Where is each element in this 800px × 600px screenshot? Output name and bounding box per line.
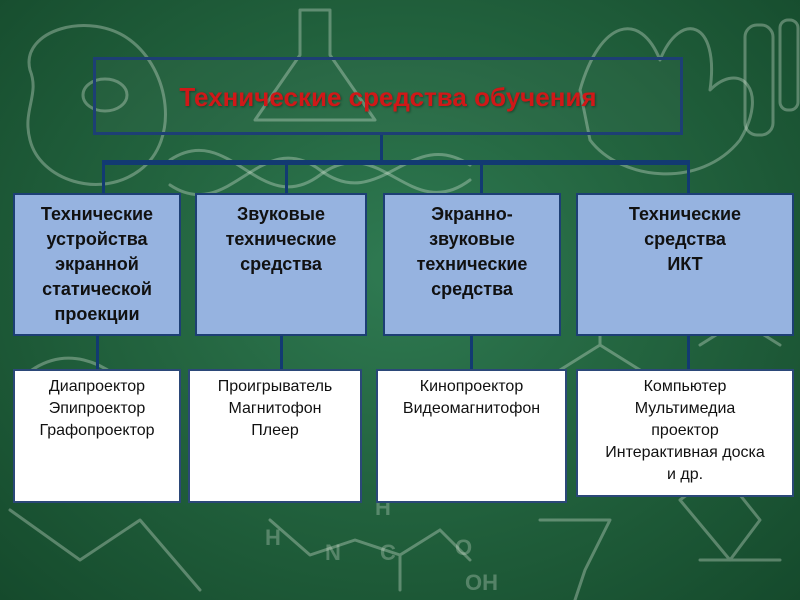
items-box-screen-static-projection: Диапроектор Эпипроектор Графопроектор	[13, 369, 181, 503]
hand-doodle	[578, 27, 754, 176]
structural-formula-doodle	[268, 518, 472, 592]
svg-text:H: H	[265, 525, 281, 550]
slide-title: Технические средства обучения	[179, 82, 597, 112]
connector-items-2	[280, 336, 283, 369]
leg-doodle	[8, 508, 202, 592]
dna-helix-doodle-2	[168, 152, 472, 197]
device-item: Интерактивная доска	[605, 444, 765, 461]
connector-items-4	[687, 336, 690, 369]
connector-category-1	[102, 163, 105, 193]
connector-items-3	[470, 336, 473, 369]
device-item: Графопроектор	[39, 422, 155, 439]
device-item: проектор	[651, 422, 719, 439]
connector-category-2	[285, 163, 288, 193]
device-item: Видеомагнитофон	[402, 400, 541, 417]
category-line: средства	[240, 254, 322, 274]
category-line: Технические	[40, 204, 154, 224]
connector-items-1	[96, 336, 99, 369]
category-line: средства	[644, 229, 726, 249]
nucleus-doodle	[81, 77, 129, 113]
category-line: Технические	[628, 204, 742, 224]
device-item: Мультимедиа	[634, 400, 736, 417]
category-line: устройства	[46, 229, 148, 249]
category-line: экранной	[55, 254, 139, 274]
svg-text:C: C	[380, 540, 396, 565]
funnel-doodle	[538, 518, 612, 600]
connector-title-down	[380, 135, 383, 161]
items-box-screen-sound-aids: Кинопроектор Видеомагнитофон	[376, 369, 567, 503]
category-line: ИКТ	[667, 254, 703, 274]
category-line: технические	[225, 229, 337, 249]
category-line: Звуковые	[236, 204, 326, 224]
device-item: Эпипроектор	[48, 400, 146, 417]
svg-text:O: O	[455, 535, 472, 560]
category-line: проекции	[54, 304, 140, 324]
category-box-screen-sound-aids: Экранно- звуковые технические средства	[383, 193, 561, 336]
category-line: звуковые	[429, 229, 515, 249]
test-tube-doodle	[743, 23, 775, 137]
device-item: Кинопроектор	[419, 378, 524, 395]
dna-helix-doodle	[168, 148, 472, 194]
category-box-sound-aids: Звуковые технические средства	[195, 193, 367, 336]
device-item: Компьютер	[643, 378, 727, 395]
svg-text:N: N	[325, 540, 341, 565]
device-item: и др.	[666, 466, 704, 483]
flask-doodle	[253, 8, 377, 122]
category-line: статической	[42, 279, 152, 299]
device-item: Магнитофон	[228, 400, 322, 417]
items-box-ict: Компьютер Мультимедиа проектор Интеракти…	[576, 369, 794, 497]
connector-category-3	[480, 163, 483, 193]
svg-text:OH: OH	[465, 570, 498, 595]
category-box-ict: Технические средства ИКТ	[576, 193, 794, 336]
items-box-sound-aids: Проигрыватель Магнитофон Плеер	[188, 369, 362, 503]
category-line: Экранно-	[431, 204, 513, 224]
title-box: Технические средства обучения	[93, 57, 683, 135]
device-item: Плеер	[251, 422, 299, 439]
category-line: технические	[416, 254, 528, 274]
connector-horizontal-bus	[102, 160, 690, 165]
test-tube-doodle-2	[778, 18, 800, 112]
device-item: Диапроектор	[48, 378, 146, 395]
category-box-screen-static-projection: Технические устройства экранной статичес…	[13, 193, 181, 336]
category-line: средства	[431, 279, 513, 299]
connector-category-4	[687, 163, 690, 193]
device-item: Проигрыватель	[217, 378, 333, 395]
